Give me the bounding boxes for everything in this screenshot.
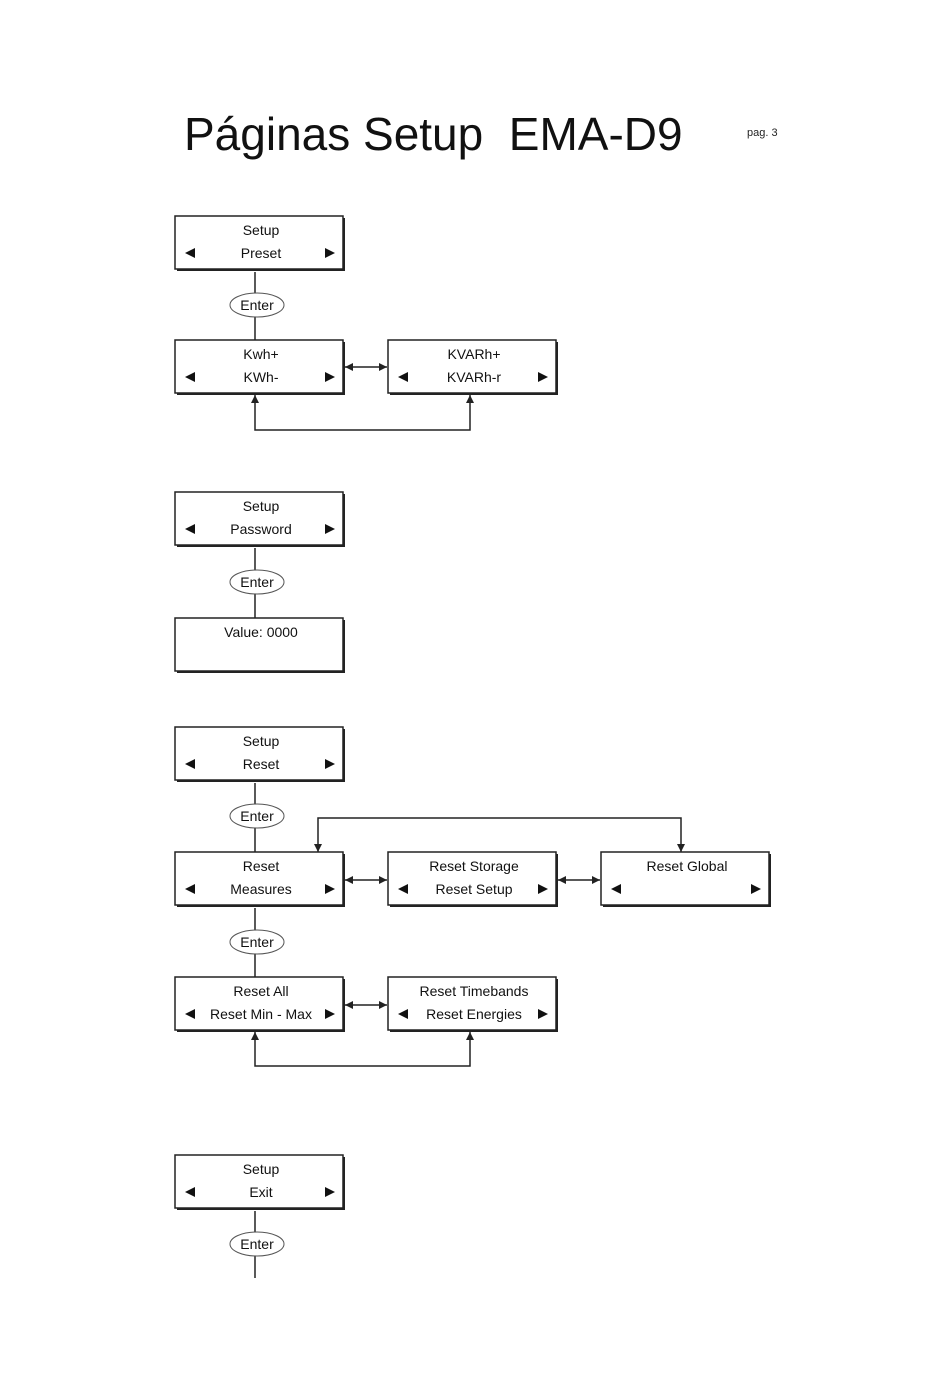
arrowhead — [558, 876, 566, 884]
box-line-1: Kwh+ — [243, 346, 278, 362]
enter-oval: Enter — [230, 930, 284, 954]
enter-label: Enter — [240, 297, 274, 313]
connector-line — [255, 1032, 470, 1066]
box-line-2: Exit — [249, 1184, 272, 1200]
box-line-1: Setup — [243, 498, 280, 514]
box-value: Value: 0000 — [175, 618, 345, 673]
box-line-1: Setup — [243, 733, 280, 749]
enter-label: Enter — [240, 934, 274, 950]
box-line-2: Measures — [230, 881, 291, 897]
arrowhead — [466, 395, 474, 403]
arrowhead — [314, 844, 322, 852]
box-kvarh: KVARh+ KVARh-r — [388, 340, 558, 395]
arrowhead — [379, 1001, 387, 1009]
box-line-2: Reset Energies — [426, 1006, 522, 1022]
enter-oval: Enter — [230, 293, 284, 317]
box-line-2: Reset Setup — [435, 881, 512, 897]
enter-label: Enter — [240, 808, 274, 824]
arrowhead — [379, 876, 387, 884]
box-line-2: Password — [230, 521, 291, 537]
enter-label: Enter — [240, 1236, 274, 1252]
box-line-2: KWh- — [244, 369, 279, 385]
box-kwh: Kwh+ KWh- — [175, 340, 345, 395]
box-line-1: KVARh+ — [447, 346, 500, 362]
box-global: Reset Global — [601, 852, 771, 907]
enter-oval: Enter — [230, 1232, 284, 1256]
arrowhead — [251, 1032, 259, 1040]
arrowhead — [592, 876, 600, 884]
box-line-1: Reset Storage — [429, 858, 519, 874]
arrowhead — [345, 876, 353, 884]
arrowhead — [466, 1032, 474, 1040]
box-line-1: Setup — [243, 222, 280, 238]
box-line-1: Reset Global — [647, 858, 728, 874]
box-line-2: Reset — [243, 756, 280, 772]
box-line-1: Reset All — [233, 983, 288, 999]
arrowhead — [345, 1001, 353, 1009]
enter-label: Enter — [240, 574, 274, 590]
box-line-1: Value: 0000 — [224, 624, 298, 640]
arrowhead — [345, 363, 353, 371]
connector-line — [255, 395, 470, 430]
box-line-2: KVARh-r — [447, 369, 502, 385]
box-line-1: Setup — [243, 1161, 280, 1177]
box-line-1: Reset — [243, 858, 280, 874]
box-line-1: Reset Timebands — [420, 983, 529, 999]
box-line-2: Preset — [241, 245, 282, 261]
arrowhead — [677, 844, 685, 852]
box-line-2: Reset Min - Max — [210, 1006, 312, 1022]
enter-oval: Enter — [230, 804, 284, 828]
arrowhead — [379, 363, 387, 371]
arrowhead — [251, 395, 259, 403]
connector-line — [318, 818, 681, 852]
enter-oval: Enter — [230, 570, 284, 594]
nodes: SetupPresetKwh+KWh-KVARh+KVARh-rSetupPas… — [175, 216, 771, 1256]
